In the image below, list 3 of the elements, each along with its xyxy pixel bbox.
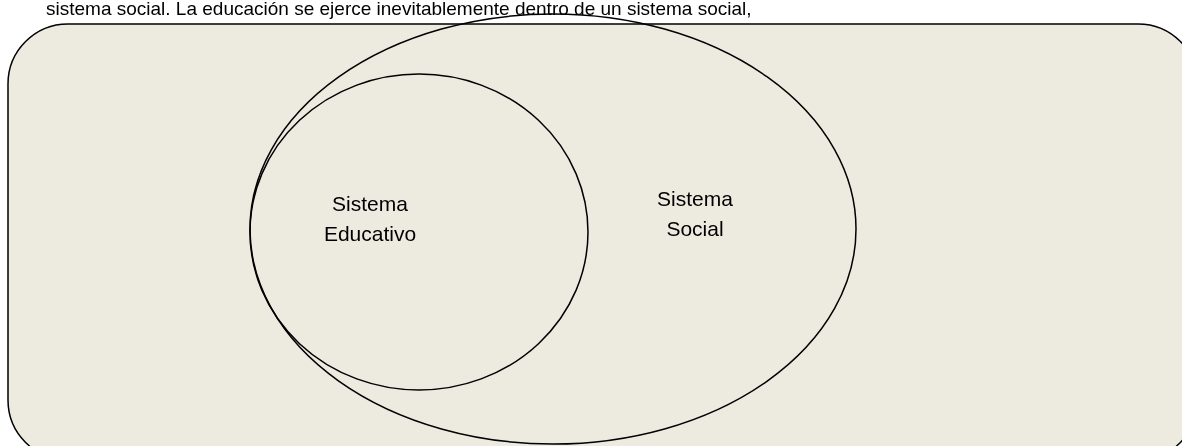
set-label: Sistema Social: [656, 186, 734, 242]
set-label: Sistema Educativo: [322, 191, 418, 247]
body-text: sistema social. La educación se ejerce inevitablemente dentro de un sistema social,: [46, 0, 752, 20]
